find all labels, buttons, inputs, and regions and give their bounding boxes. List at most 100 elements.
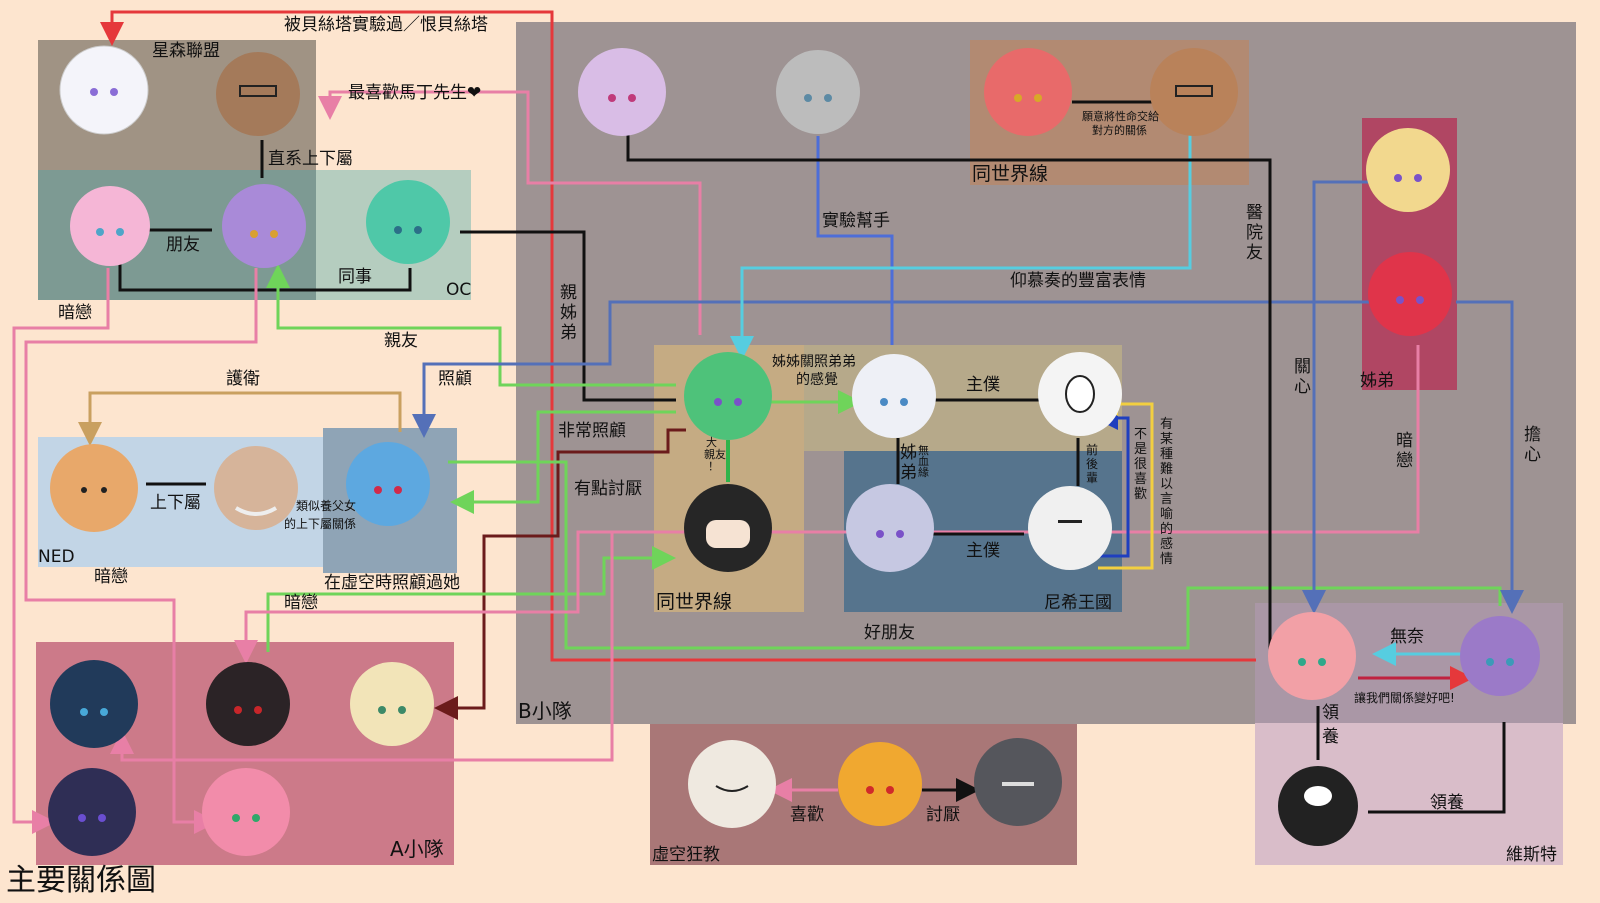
line-somewhat-dislike: [434, 428, 686, 720]
rel-sister-care: 姊姊關照弟弟的感覺: [772, 354, 856, 388]
avatar-plague-doctor: [1278, 766, 1358, 846]
rel-somewhat-dislike: 有點討厭: [574, 479, 642, 499]
group-same-world-top: 同世界線: [972, 163, 1048, 185]
avatar-white-mask: [1028, 486, 1112, 570]
group-a-team: A小隊: [390, 837, 444, 861]
line-experimented: [100, 10, 1256, 662]
rel-no-blood: 無血緣: [918, 443, 929, 479]
avatar-red-hair-dark: [984, 48, 1072, 136]
avatar-white-cult-girl: [688, 740, 776, 828]
rel-direct-subordinate: 直系上下屬: [268, 149, 353, 169]
avatar-blue-girl: [346, 442, 430, 526]
group-vester: 維斯特: [1506, 845, 1557, 865]
group-siblings-pink: 姊弟: [1360, 371, 1394, 391]
rel-crush1: 暗戀: [58, 303, 92, 323]
line-ineffable: [1094, 392, 1154, 570]
rel-very-care: 非常照顧: [558, 421, 626, 441]
group-b-team: B小隊: [518, 699, 572, 723]
avatar-white-boy: [852, 354, 936, 438]
rel-best-friend: 親友: [384, 331, 418, 351]
rel-hospital-friend: 醫院友: [1246, 203, 1263, 263]
line-exp-helper: [816, 136, 894, 345]
line-best-friend: [266, 264, 676, 387]
rel-helpless: 無奈: [1390, 627, 1424, 647]
line-siblings-black: [460, 230, 676, 402]
avatar-dark-knight: [974, 738, 1062, 826]
rel-hate: 討厭: [926, 805, 960, 825]
avatar-brown-glasses: [1150, 48, 1238, 136]
avatar-green-braids: [684, 352, 772, 440]
line-adopt2: [1368, 722, 1506, 814]
rel-big-friend: 大親友！: [704, 435, 726, 473]
avatar-navy-girl: [48, 768, 136, 856]
avatar-ned-man: [50, 444, 138, 532]
line-admire: [730, 134, 1192, 360]
rel-guard: 護衛: [226, 369, 260, 389]
line-crush2: [24, 268, 258, 834]
group-kingdom: 尼希王國: [1044, 593, 1112, 613]
avatar-silver-princess: [846, 484, 934, 572]
rel-superior: 上下屬: [150, 493, 201, 513]
avatar-purple-elf: [578, 48, 666, 136]
avatar-white-hair-girl: [59, 45, 149, 135]
rel-master-servant1: 主僕: [966, 375, 1000, 395]
line-crush1: [12, 268, 110, 834]
line-void-care: [448, 460, 1502, 650]
avatar-black-hair-girl: [684, 484, 772, 572]
line-worry: [1456, 300, 1524, 614]
avatar-purple-vester-girl: [1460, 616, 1540, 696]
rel-worry: 擔心: [1524, 425, 1541, 465]
group-ned: NED: [38, 547, 75, 567]
rel-adopt2: 領養: [1430, 793, 1464, 813]
rel-like: 喜歡: [790, 805, 824, 825]
avatar-purple-boy: [222, 184, 306, 268]
line-crush4: [110, 345, 1420, 762]
rel-siblings-no-blood: 姊弟: [900, 443, 917, 483]
group-void-cult: 虛空狂教: [652, 845, 720, 865]
avatar-teal-oc: [366, 180, 450, 264]
diagram-title: 主要關係圖: [6, 863, 156, 898]
rel-love-martin: 最喜歡馬丁先生❤: [348, 83, 481, 103]
rel-siblings-vertical: 親姊弟: [560, 283, 577, 343]
rel-master-servant2: 主僕: [966, 541, 1000, 561]
avatar-pink-girl: [70, 186, 150, 266]
avatar-gray-girl: [776, 50, 860, 134]
rel-good-friends: 好朋友: [864, 623, 915, 643]
group-oc: OC: [446, 280, 471, 300]
rel-be-friends: 讓我們關係變好吧!: [1354, 690, 1455, 705]
rel-life-trust: 願意將性命交給對方的關係: [1082, 109, 1159, 137]
line-coworkers: [118, 262, 412, 292]
rel-adopt1: 領養: [1322, 703, 1339, 747]
rel-quasi-adoptive: 類似養父女的上下屬關係: [284, 498, 356, 531]
line-very-care: [450, 410, 676, 514]
avatar-red-girl: [1368, 252, 1452, 336]
line-not-like: [1094, 406, 1130, 558]
avatar-old-man: [214, 446, 298, 530]
avatar-black-red-girl: [206, 662, 290, 746]
rel-admire: 仰慕奏的豐富表情: [1010, 271, 1146, 291]
line-love-martin: [318, 90, 702, 335]
rel-ineffable: 有某種難以言喻的感情: [1160, 417, 1173, 567]
rel-crush2: 暗戀: [94, 567, 128, 587]
rel-crush3: 暗戀: [284, 593, 318, 613]
group-same-world-mid: 同世界線: [656, 591, 732, 613]
avatar-pink-vester-girl: [1268, 612, 1356, 700]
rel-void-care: 在虛空時照顧過她: [324, 573, 460, 593]
rel-not-like: 不是很喜歡: [1134, 427, 1147, 502]
group-star-alliance: 星森聯盟: [152, 41, 220, 61]
avatar-navy-boy: [50, 660, 138, 748]
avatar-pink-hair-girl: [202, 768, 290, 856]
rel-care: 照顧: [438, 369, 472, 389]
rel-friends: 朋友: [166, 235, 200, 255]
line-guard: [78, 391, 402, 446]
rel-senpai: 前後輩: [1086, 442, 1098, 485]
rel-crush4: 暗戀: [1396, 431, 1413, 471]
avatar-blonde-demon: [838, 742, 922, 826]
avatar-mask-girl: [1038, 352, 1122, 436]
line-concern: [1302, 180, 1368, 614]
line-care: [412, 300, 1370, 438]
rel-experimented: 被貝絲塔實驗過／恨貝絲塔: [284, 15, 488, 35]
rel-coworkers: 同事: [338, 267, 372, 287]
avatar-martin: [216, 52, 300, 136]
